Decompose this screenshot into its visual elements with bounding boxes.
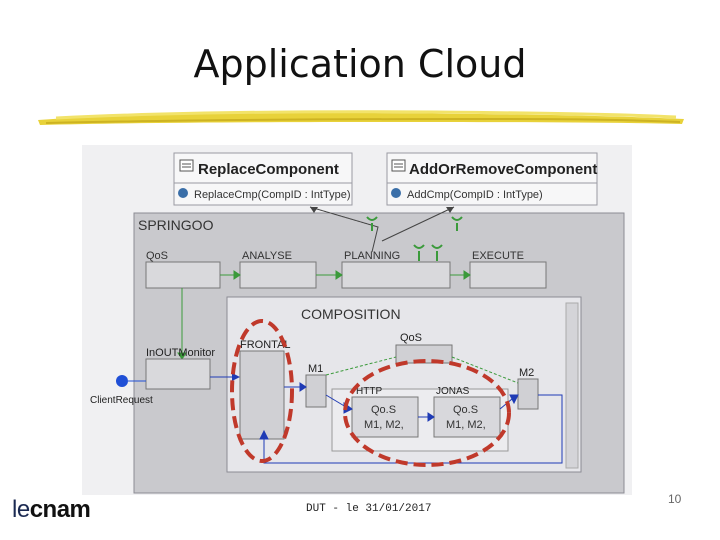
inout-monitor-label: InOUTMonitor: [146, 347, 215, 359]
highlight-ellipses: [230, 319, 511, 467]
add-remove-component-method: AddCmp(CompID : IntType): [407, 189, 543, 201]
qos-sensing-lines: [325, 356, 519, 384]
logo-cnam: cnam: [29, 496, 91, 523]
http-qos-line1: Qo.S: [371, 404, 396, 416]
jonas-qos-line2: M1, M2,: [446, 419, 486, 431]
qos-label: QoS: [146, 250, 168, 262]
cnam-logo: lecnam: [12, 496, 91, 524]
mape-flow-arrows: [177, 270, 471, 360]
http-component: [351, 396, 419, 438]
replace-component-title: ReplaceComponent: [198, 161, 339, 178]
composition-label: COMPOSITION: [301, 306, 401, 322]
springoo-label: SPRINGOO: [138, 217, 214, 233]
composition-scrollbar[interactable]: [565, 302, 579, 469]
method-icon: [178, 188, 188, 198]
m1-component: [305, 374, 327, 408]
replace-component-interface: ReplaceComponent ReplaceCmp(CompID : Int…: [173, 152, 353, 206]
qos-component: [145, 261, 221, 289]
http-qos-line2: M1, M2,: [364, 419, 404, 431]
m2-label: M2: [519, 367, 534, 379]
add-remove-component-title: AddOrRemoveComponent: [409, 161, 597, 178]
architecture-figure: ReplaceComponent ReplaceCmp(CompID : Int…: [82, 145, 632, 495]
frontal-component: [239, 350, 285, 440]
planning-label: PLANNING: [344, 250, 400, 262]
title-underline-brush: [38, 110, 684, 125]
execute-label: EXECUTE: [472, 250, 524, 262]
m2-component: [517, 378, 539, 410]
http-jonas-highlight: [343, 359, 511, 467]
analyse-label: ANALYSE: [242, 250, 292, 262]
interface-icon: [179, 159, 194, 172]
client-request-label: ClientRequest: [90, 395, 153, 406]
client-request-port: [116, 375, 128, 387]
page-number: 10: [668, 492, 682, 506]
analyse-component: [239, 261, 317, 289]
execute-component: [469, 261, 547, 289]
jonas-label: JONAS: [436, 386, 470, 397]
replace-component-method: ReplaceCmp(CompID : IntType): [194, 189, 351, 201]
logo-le: le: [12, 496, 30, 523]
request-flow-arrows: [259, 382, 563, 464]
inout-monitor-component: [145, 358, 211, 390]
frontal-label: FRONTAL: [240, 339, 291, 351]
architecture-diagram: ReplaceComponent ReplaceCmp(CompID : Int…: [90, 152, 625, 494]
interface-ports: [366, 216, 463, 261]
interface-icon: [391, 159, 406, 172]
footer-date: DUT - le 31/01/2017: [306, 503, 432, 515]
jonas-component: [433, 396, 501, 438]
add-remove-component-interface: AddOrRemoveComponent AddCmp(CompID : Int…: [386, 152, 598, 206]
method-icon: [391, 188, 401, 198]
frontal-highlight: [230, 319, 294, 463]
planning-component: [341, 261, 451, 289]
slide-title: Application Cloud: [193, 42, 527, 86]
m1-label: M1: [308, 363, 323, 375]
composition-qos-label: QoS: [400, 332, 422, 344]
http-label: HTTP: [356, 386, 382, 397]
jonas-qos-line1: Qo.S: [453, 404, 478, 416]
